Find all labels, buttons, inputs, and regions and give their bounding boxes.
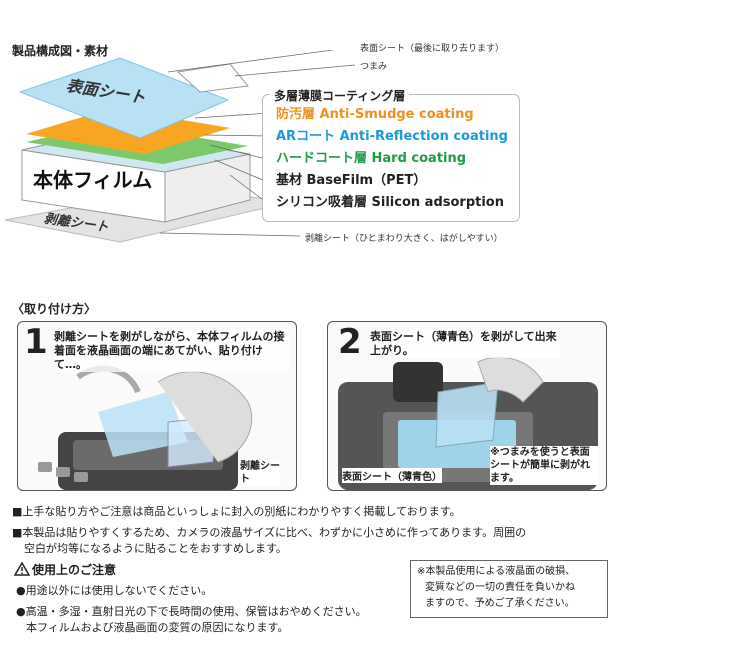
disclaimer-line-2: 変質などの一切の責任を負いかね [425, 582, 575, 593]
callout-tab: つまみ [360, 62, 388, 72]
body-film-label: 本体フィルム [33, 168, 153, 192]
layer-ar-coat: ARコート Anti-Reflection coating [276, 129, 508, 144]
step2-text: 表面シート（薄青色）を剥がして出来上がり。 [370, 330, 560, 358]
diagram-title: 製品構成図・素材 [12, 44, 109, 58]
step2-tip: ※つまみを使うと表面シートが簡単に剥がれます。 [490, 446, 598, 485]
note-line-1: ■上手な貼り方やご注意は商品といっしょに封入の別紙にわかりやすく掲載しております… [12, 505, 461, 518]
callout-surface-sheet: 表面シート（最後に取り去ります） [360, 44, 505, 54]
note-line-3: 空白が均等になるように貼ることをおすすめします。 [24, 542, 287, 555]
howto-title: 〈取り付け方〉 [12, 302, 97, 316]
disclaimer-box: ※本製品使用による液晶面の破損、 変質などの一切の責任を負いかね ますので、予め… [410, 560, 608, 618]
coating-layers-box [262, 94, 520, 222]
coating-layers-header: 多層薄膜コーティング層 [270, 87, 410, 104]
step2-number: 2 [338, 322, 362, 362]
layer-stack-illustration [4, 50, 356, 243]
caution-item-1: ●用途以外には使用しないでください。 [16, 584, 213, 597]
step1-text: 剥離シートを剥がしながら、本体フィルムの接着面を液晶画面の端にあてがい、貼り付け… [54, 330, 289, 372]
step1-number: 1 [24, 322, 48, 362]
step1-panel: 1 剥離シートを剥がしながら、本体フィルムの接着面を液晶画面の端にあてがい、貼り… [17, 321, 297, 491]
step2-panel: 2 表面シート（薄青色）を剥がして出来上がり。 表面シート（薄青色） ※つまみを… [327, 321, 607, 491]
note-line-2: ■本製品は貼りやすくするため、カメラの液晶サイズに比べ、わずかに小さめに作ってあ… [12, 526, 527, 539]
layer-hard-coat: ハードコート層 Hard coating [276, 151, 467, 166]
step1-illustration [38, 365, 253, 490]
surface-sheet-layer [18, 57, 230, 139]
step1-release-label: 剥離シート [240, 460, 280, 486]
warning-icon [14, 562, 30, 576]
step2-surface-label: 表面シート（薄青色） [342, 468, 442, 483]
tab-shape [176, 63, 249, 93]
caution-title: 使用上のご注意 [32, 563, 117, 577]
layer-base-film: 基材 BaseFilm（PET） [276, 173, 427, 188]
coating-layers-list: 防汚層 Anti-Smudge coating ARコート Anti-Refle… [276, 104, 516, 214]
layer-antismudge: 防汚層 Anti-Smudge coating [276, 107, 474, 122]
disclaimer-line-1: ※本製品使用による液晶面の破損、 [417, 566, 576, 577]
layer-silicon: シリコン吸着層 Silicon adsorption [276, 195, 504, 210]
callout-release-sheet: 剥離シート（ひとまわり大きく、はがしやすい） [305, 234, 503, 244]
caution-item-2: ●高温・多湿・直射日光の下で長時間の使用、保管はおやめください。 [16, 605, 367, 618]
caution-item-3: 本フィルムおよび液晶画面の変質の原因になります。 [26, 621, 289, 634]
disclaimer-line-3: ますので、予めご了承ください。 [425, 598, 575, 609]
